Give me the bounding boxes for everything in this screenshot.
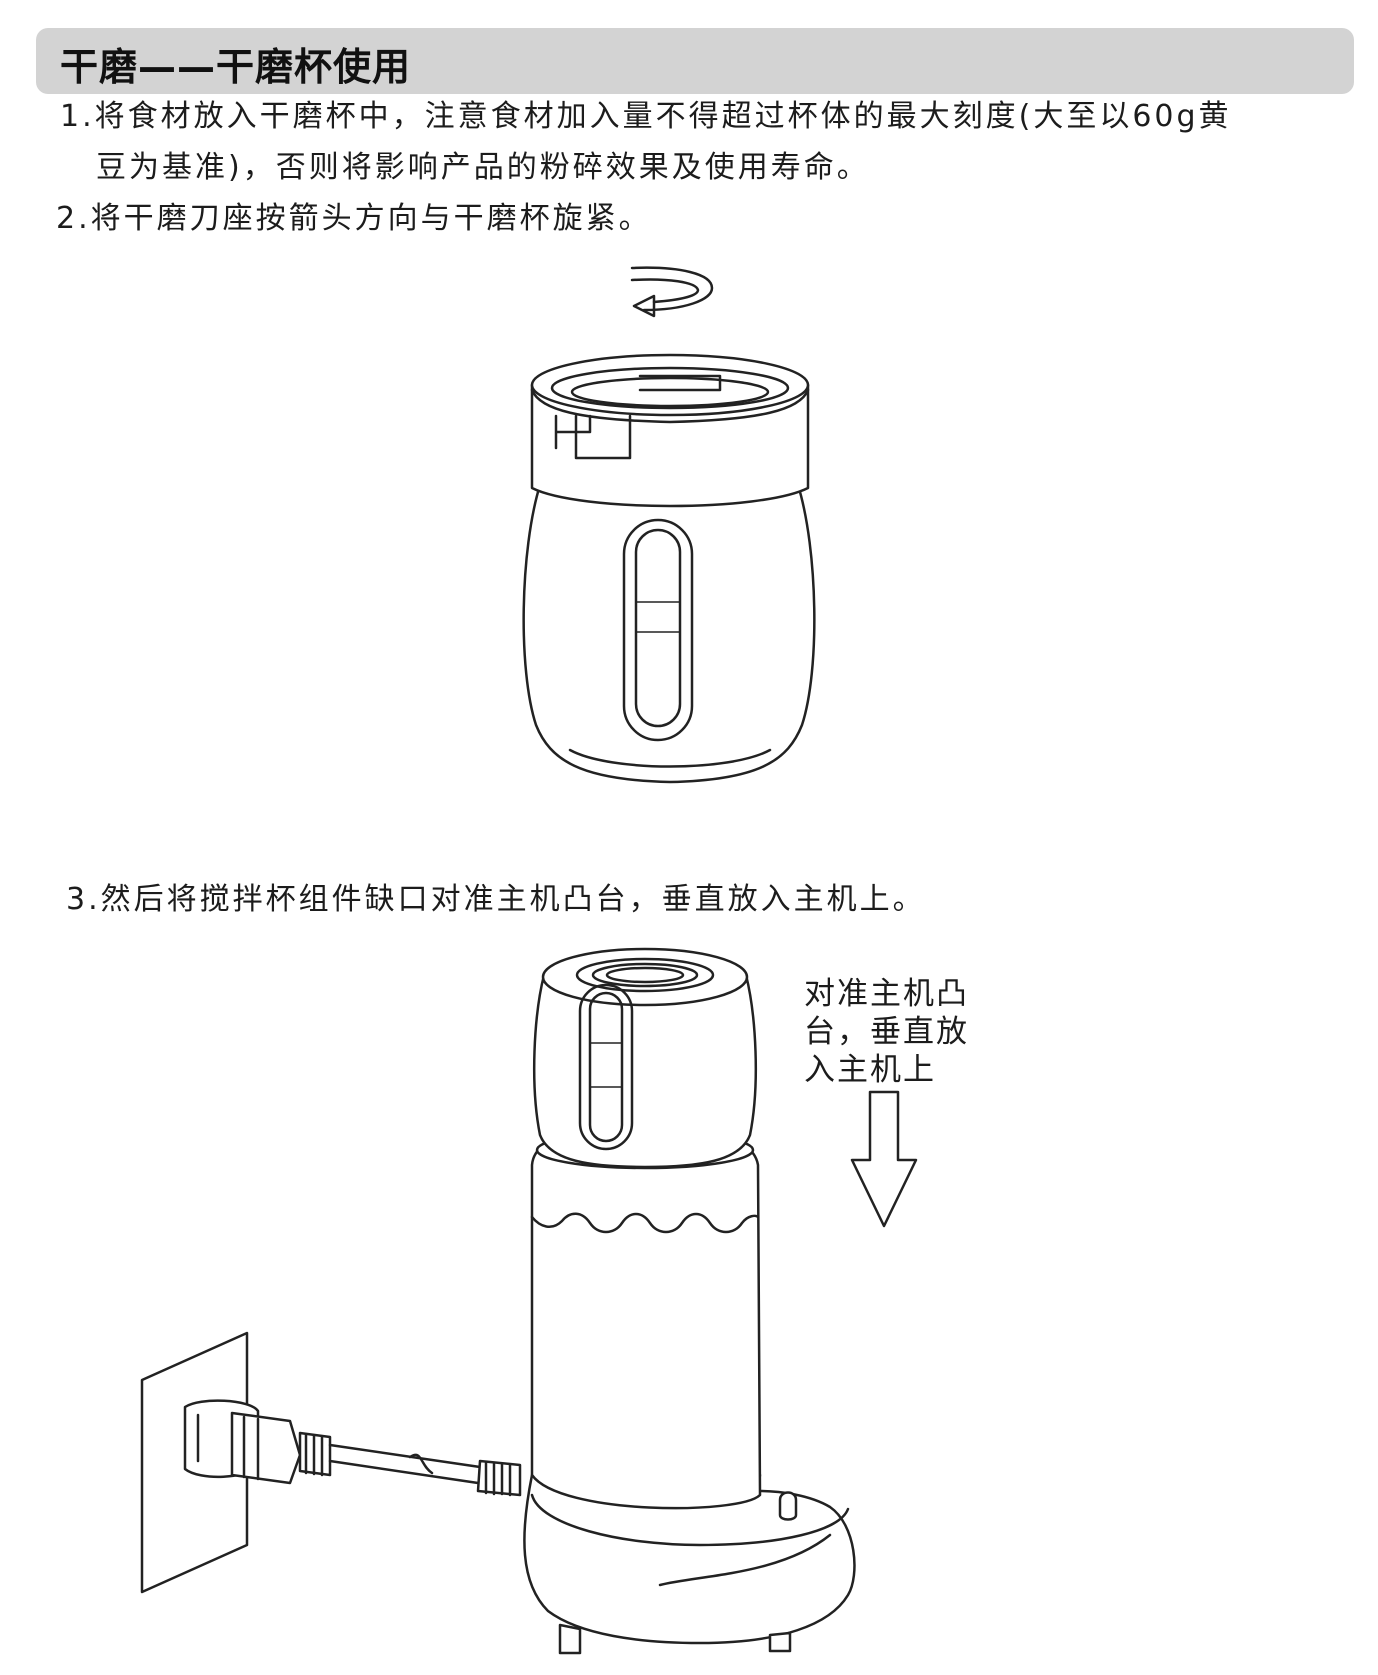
- section-title: 干磨——干磨杯使用: [60, 45, 412, 89]
- blender-assembly-illustration: [140, 947, 856, 1655]
- section-header-bar: [36, 28, 1354, 94]
- dry-grinder-cup-illustration: [522, 353, 816, 784]
- callout-line-1: 对准主机凸: [804, 976, 969, 1012]
- step-1-text-continued: 豆为基准)，否则将影响产品的粉碎效果及使用寿命。: [96, 150, 870, 185]
- step-3-text: 3.然后将搅拌杯组件缺口对准主机凸台，垂直放入主机上。: [66, 882, 926, 917]
- callout-line-3: 入主机上: [804, 1052, 936, 1088]
- rotate-arrow-icon: [630, 266, 714, 318]
- step-1-text: 1.将食材放入干磨杯中，注意食材加入量不得超过杯体的最大刻度(大至以60g黄: [60, 99, 1232, 134]
- alignment-callout: 对准主机凸 台，垂直放 入主机上: [804, 975, 969, 1089]
- callout-line-2: 台，垂直放: [804, 1014, 969, 1050]
- step-2-text: 2.将干磨刀座按箭头方向与干磨杯旋紧。: [56, 201, 652, 236]
- down-arrow-icon: [850, 1090, 918, 1228]
